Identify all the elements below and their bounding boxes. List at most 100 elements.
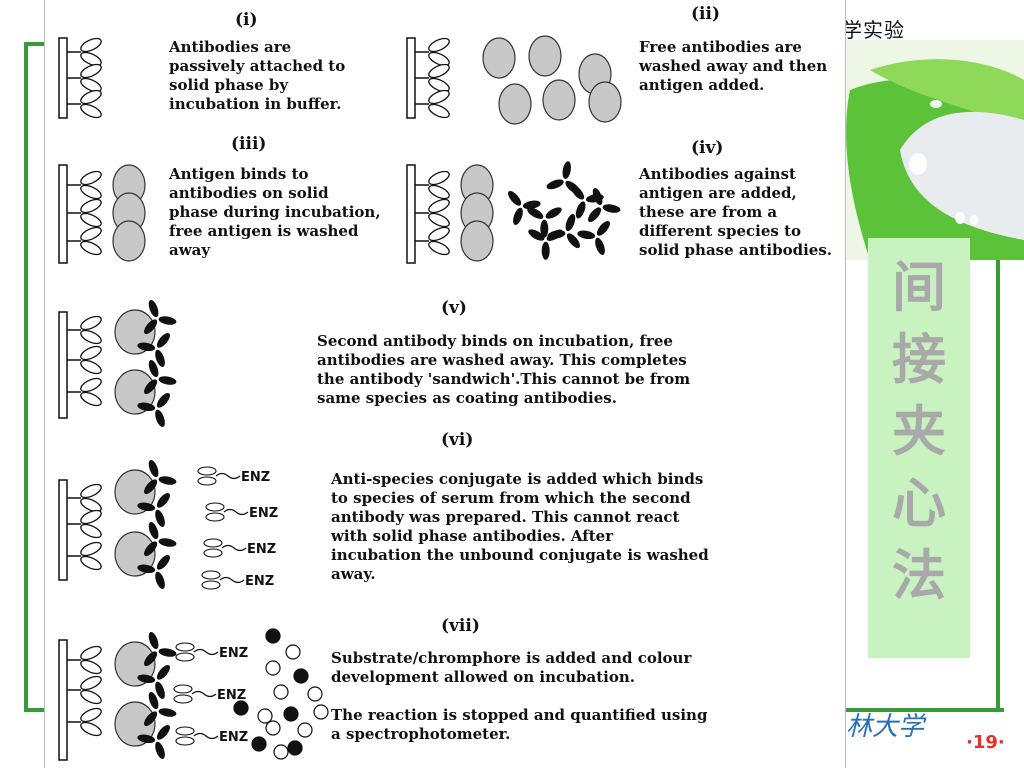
antibody-arm: [80, 89, 102, 105]
second-antibody-arm: [155, 509, 165, 527]
antibody-arm: [428, 37, 450, 53]
solid-phase-plate: [58, 311, 68, 419]
second-antibody-arm: [155, 409, 165, 427]
antibody-arm: [80, 240, 102, 256]
antigen-shape: [112, 220, 146, 262]
method-title-char: 间: [892, 256, 946, 319]
second-antibody-arm: [546, 229, 563, 241]
conjugate-arm: [173, 694, 193, 704]
second-antibody-arm: [148, 460, 159, 478]
second-antibody: [137, 492, 170, 527]
solid-phase-plate: [58, 164, 68, 264]
step-number: (i): [235, 10, 258, 30]
second-antibody-arm: [528, 229, 545, 241]
conjugate-arm: [175, 652, 195, 662]
second-antibody: [144, 522, 177, 557]
page-number: ·19·: [966, 732, 1005, 753]
second-antibody-arm: [566, 233, 580, 249]
second-antibody-arm: [156, 664, 170, 680]
second-antibody-arm: [158, 476, 177, 485]
antigen-shape: [460, 220, 494, 262]
enzyme-label: ENZ: [219, 646, 248, 661]
substrate-dot: [297, 722, 313, 738]
enzyme-label: ENZ: [219, 730, 248, 745]
conjugate-arm: [197, 476, 217, 486]
second-antibody-arm: [575, 201, 586, 219]
antibody-arm: [428, 212, 450, 228]
antibody-arm: [428, 226, 450, 242]
conjugate-linker: [223, 508, 249, 516]
second-antibody-arm: [156, 392, 170, 408]
second-antibody: [137, 664, 170, 699]
enzyme-label: ENZ: [217, 688, 246, 703]
antibody-arm: [428, 77, 450, 93]
second-antibody-arm: [144, 651, 158, 667]
second-antibody: [144, 360, 177, 395]
method-title-char: 接: [892, 328, 946, 391]
solid-phase-plate: [58, 37, 68, 119]
second-antibody-arm: [144, 541, 158, 557]
step-number: (ii): [691, 4, 721, 24]
antibody-arm: [428, 63, 450, 79]
step-description: Antibodies against antigen are added, th…: [639, 165, 833, 259]
step-description: Free antibodies are washed away and then…: [639, 38, 828, 94]
antibody-arm: [80, 483, 102, 499]
second-antibody-arm: [155, 349, 165, 367]
second-antibody: [137, 392, 170, 427]
method-title-panel: 间 接 夹 心 法: [868, 238, 970, 658]
substrate-dot: [265, 720, 281, 736]
antibody-arm: [80, 170, 102, 186]
antibody-arm: [428, 51, 450, 67]
second-antibody-arm: [148, 360, 159, 378]
second-antibody-arm: [158, 376, 177, 385]
antibody-arm: [80, 315, 102, 331]
header-title: 学实验: [842, 18, 905, 42]
second-antibody-arm: [158, 708, 177, 717]
frame-left-line: [24, 42, 28, 712]
antibody-arm: [80, 645, 102, 661]
conjugate-arm: [175, 736, 195, 746]
step-description: Antigen binds to antibodies on solid pha…: [169, 165, 381, 259]
second-antibody-arm: [540, 219, 549, 238]
antibody-arm: [80, 555, 102, 571]
substrate-dot: [285, 644, 301, 660]
second-antibody-arm: [144, 379, 158, 395]
conjugate-arm: [201, 570, 221, 580]
method-title-char: 法: [892, 544, 946, 607]
solid-phase-plate: [406, 164, 416, 264]
second-antibody: [137, 554, 170, 589]
antibody-arm: [428, 198, 450, 214]
coloured-product-dot: [233, 700, 249, 716]
step-number: (iv): [691, 138, 724, 158]
conjugate-arm: [173, 684, 193, 694]
conjugate-linker: [215, 472, 241, 480]
antibody-arm: [80, 659, 102, 675]
conjugate-arm: [203, 538, 223, 548]
coloured-product-dot: [287, 740, 303, 756]
substrate-dot: [313, 704, 329, 720]
antibody-arm: [80, 37, 102, 53]
conjugate-linker: [193, 648, 219, 656]
antibody-arm: [80, 497, 102, 513]
antibody-arm: [80, 77, 102, 93]
enzyme-label: ENZ: [245, 574, 274, 589]
method-title-char: 夹: [892, 400, 946, 463]
second-antibody-arm: [541, 241, 550, 260]
step-description: Substrate/chromphore is added and colour…: [331, 649, 708, 743]
enzyme-label: ENZ: [247, 542, 276, 557]
leaf-decoration-icon: [840, 40, 1024, 260]
antibody-arm: [80, 345, 102, 361]
second-antibody-arm: [570, 184, 585, 200]
antibody-arm: [80, 359, 102, 375]
second-antibody-arm: [522, 200, 541, 210]
second-antibody-arm: [585, 194, 604, 203]
second-antibody-arm: [602, 204, 621, 213]
second-antibody-arm: [156, 332, 170, 348]
second-antibody-arm: [148, 632, 159, 650]
second-antibody-arm: [565, 214, 576, 232]
conjugate-arm: [175, 726, 195, 736]
second-antibody: [527, 207, 562, 238]
second-antibody-arm: [577, 230, 596, 240]
conjugate-arm: [203, 548, 223, 558]
antibody-arm: [80, 329, 102, 345]
